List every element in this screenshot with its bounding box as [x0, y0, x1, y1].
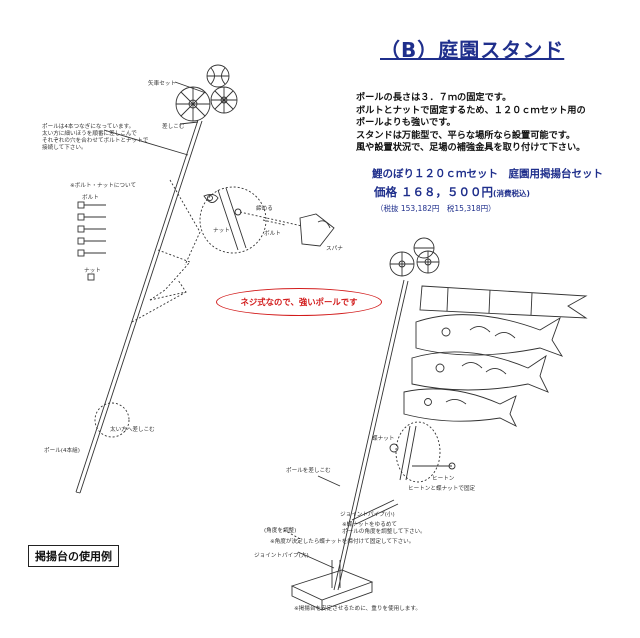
- label-joint-small: ジョイントパイプ(小): [340, 512, 395, 518]
- stand-base: [283, 421, 456, 611]
- price-label: 価格: [374, 185, 397, 199]
- left-pole: [75, 119, 203, 494]
- carp-icon: [415, 314, 564, 357]
- price-value: １６８，５００円: [401, 185, 494, 199]
- label-heaton: ヒートン: [432, 476, 455, 482]
- label-adjust: ※蝶ナットをゆるめて ポールの角度を調整して下さい。: [342, 522, 426, 535]
- label-angle: (角度を調整): [264, 528, 297, 534]
- page-title: （B）庭園スタンド: [380, 38, 565, 62]
- red-note: ネジ式なので、強いポールです: [216, 288, 382, 316]
- price-tax-note: (消費税込): [493, 189, 530, 198]
- label-hinge: ヒートンと蝶ナットで固定: [408, 486, 476, 492]
- bolts-icon: [77, 201, 106, 281]
- price: 価格 １６８，５００円(消費税込): [374, 184, 530, 200]
- joint-detail: [203, 187, 335, 251]
- label-futoi-sashikomu: 太い方へ差しこむ: [110, 427, 155, 433]
- label-nut: ナット: [84, 268, 101, 274]
- label-pole-4: ポール(4本組): [44, 448, 80, 454]
- label-nut-small: ナット: [213, 228, 230, 234]
- windmill-icon: [389, 237, 440, 277]
- label-pole-sashikomu: ポールを差しこむ: [286, 468, 331, 474]
- label-adjust-3: ※角度が決定したら蝶ナットを締付けて固定して下さい。: [270, 539, 415, 545]
- carp-icon: [411, 351, 549, 393]
- price-breakdown: （税抜 153,182円 税15,318円）: [376, 204, 496, 213]
- description-line: 風や設置状況で、足場の補強金具を取り付けて下さい。: [356, 142, 586, 154]
- label-joint-large: ジョイントパイプ(大): [254, 553, 309, 559]
- label-weight: ※掲揚台を安定させるために、重りを使用します。: [294, 606, 422, 612]
- label-bolt-small: ボルト: [264, 231, 281, 237]
- label-shimeru: 締める: [256, 206, 273, 212]
- description-block: ポールの長さは３．７ｍの固定です。 ボルトとナットで固定するため、１２０ｃｍセッ…: [356, 92, 638, 155]
- windmill-icon: [175, 64, 238, 122]
- label-chou-nut: 蝶ナット: [372, 436, 395, 442]
- label-bolt: ボルト: [82, 195, 99, 201]
- carp-icon: [403, 388, 518, 428]
- pole-note: ポールは4本つなぎになっています。 太い方に細いほうを順番に差しこんで それぞれ…: [42, 124, 149, 151]
- label-sashikomu: 差しこむ: [162, 124, 185, 130]
- description-line: ポールの長さは３．７ｍの固定です。: [356, 92, 512, 103]
- description-line: ボルトとナットで固定するため、１２０ｃｍセット用の: [356, 104, 586, 116]
- label-spanner: スパナ: [326, 246, 343, 252]
- right-pole: [333, 279, 409, 591]
- set-name: 鯉のぼり１２０ｃｍセット 庭園用掲揚台セット: [372, 168, 603, 180]
- streamer-icon: [419, 285, 588, 319]
- label-bolt-nut-heading: ※ボルト・ナットについて: [70, 183, 137, 189]
- description-line: ポールよりも強いです。: [356, 117, 456, 129]
- description-line: スタンドは万能型で、平らな場所なら設置可能です。: [356, 129, 576, 141]
- guide-lines: [94, 179, 286, 438]
- usage-label: 掲揚台の使用例: [28, 545, 119, 567]
- label-yaguruma: 矢車セット: [148, 81, 176, 87]
